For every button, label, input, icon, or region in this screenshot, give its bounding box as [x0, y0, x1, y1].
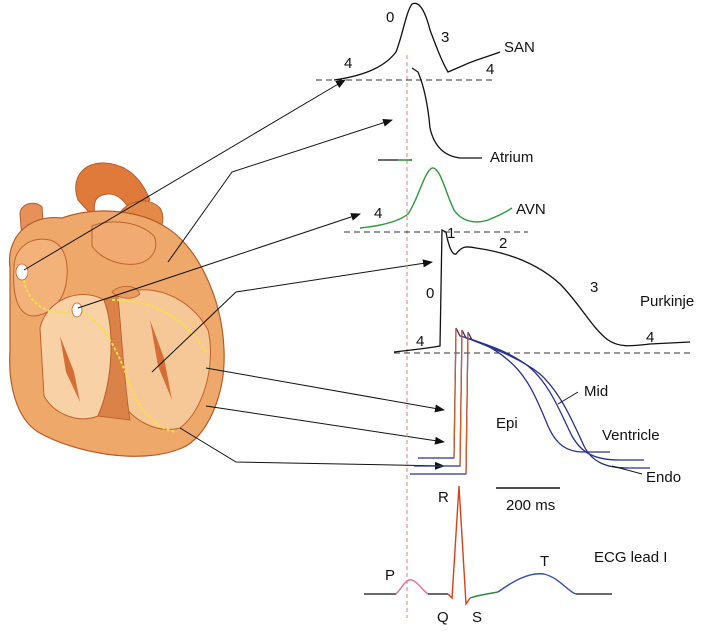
arrow-purkinje — [151, 259, 433, 373]
purkinje-label: Purkinje — [640, 293, 694, 310]
heart-illustration — [8, 162, 225, 457]
ecg-p-wave — [395, 579, 429, 595]
ventricle-mid-trace — [414, 329, 644, 467]
san-phase-0-label: 0 — [386, 9, 394, 26]
papillary-muscle-right — [60, 336, 80, 402]
epi-label: Epi — [496, 415, 518, 432]
ecg-q-label: Q — [437, 609, 449, 626]
conduction-pathway-atrial — [23, 279, 77, 314]
ventricle-label: Ventricle — [602, 427, 660, 444]
avn-label: AVN — [516, 201, 546, 218]
purkinje-phase-4-left-label: 4 — [416, 333, 424, 350]
ecg-qrs-complex — [447, 485, 471, 607]
purkinje-phase-4-right-label: 4 — [646, 329, 654, 346]
ecg-r-label: R — [438, 489, 449, 506]
ecg-t-wave — [497, 573, 577, 595]
conduction-pathway-lateral — [111, 298, 207, 353]
ecg-s-label: S — [472, 609, 482, 626]
purkinje-phase-0-label: 0 — [426, 285, 434, 302]
mid-label: Mid — [584, 383, 608, 400]
conduction-pathway-septal — [75, 309, 177, 433]
ventricle-upstroke-overlay — [453, 327, 469, 475]
ecg-p-label: P — [385, 567, 395, 584]
arrow-avn — [77, 213, 361, 309]
endo-label: Endo — [646, 469, 681, 486]
san-phase-4-left-label: 4 — [344, 55, 352, 72]
purkinje-action-potential-trace — [393, 228, 691, 353]
atrium-action-potential-trace — [411, 67, 482, 159]
av-node — [71, 302, 83, 318]
connector-arrows — [23, 79, 445, 470]
septum — [97, 295, 131, 421]
san-label: SAN — [504, 39, 535, 56]
scale-label: 200 ms — [506, 497, 555, 514]
ecg-t-label: T — [540, 553, 549, 570]
papillary-muscle-left — [150, 320, 172, 400]
san-phase-3-label: 3 — [441, 29, 449, 46]
arrow-ventricle-mid — [205, 405, 445, 445]
san-action-potential-trace — [333, 2, 501, 81]
ecg-lead-label: ECG lead I — [594, 549, 667, 566]
sa-node — [15, 263, 29, 281]
ecg-st-segment — [469, 591, 499, 599]
purkinje-phase-3-label: 3 — [590, 279, 598, 296]
purkinje-phase-2-label: 2 — [499, 235, 507, 252]
arrow-ventricle-epi — [205, 367, 445, 413]
endo-leader-line — [611, 465, 643, 475]
right-atrium — [13, 238, 68, 317]
avn-action-potential-trace — [359, 167, 513, 229]
atrium-label: Atrium — [490, 149, 533, 166]
arrow-atrium — [167, 118, 393, 263]
arrow-ventricle-endo — [179, 427, 445, 470]
arrow-san — [23, 79, 346, 271]
mid-leader-line — [557, 391, 579, 405]
ventricle-endo-trace — [410, 331, 650, 475]
san-phase-4-right-label: 4 — [486, 61, 494, 78]
avn-phase-4-label: 4 — [374, 205, 382, 222]
purkinje-phase-1-label: 1 — [447, 225, 455, 242]
left-atrium — [91, 221, 157, 265]
